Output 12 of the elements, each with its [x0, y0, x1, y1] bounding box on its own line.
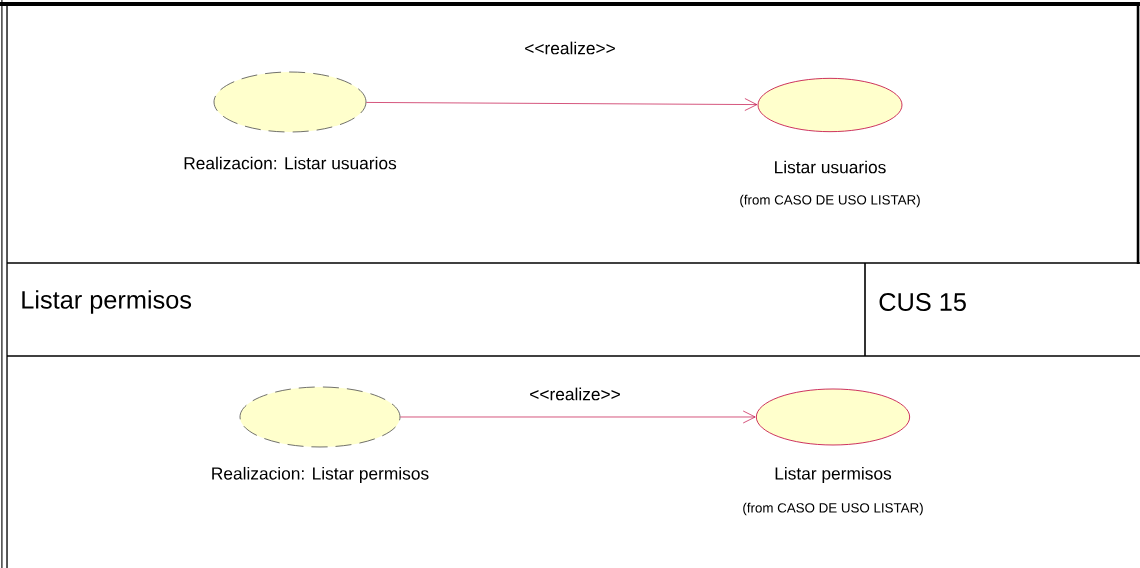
use-case-name: Realizacion: Listar permisos: [212, 466, 429, 484]
arrow: [366, 98, 758, 111]
package-note: (from CASO DE USO LISTAR): [743, 502, 923, 516]
table-cell-text: Listar permisos: [22, 290, 192, 314]
arrow: [400, 410, 756, 424]
stereotype-label: <<realize>>: [527, 386, 623, 402]
use-case-name: Listar usuarios: [775, 160, 886, 174]
stereotype-label: <<realize>>: [522, 40, 618, 56]
use-case-name: Realizacion: Listar usuarios: [184, 156, 397, 170]
package-note: (from CASO DE USO LISTAR): [740, 194, 920, 208]
use-case-name: Listar permisos: [775, 466, 892, 484]
table-cell-text: CUS 15: [879, 293, 966, 311]
